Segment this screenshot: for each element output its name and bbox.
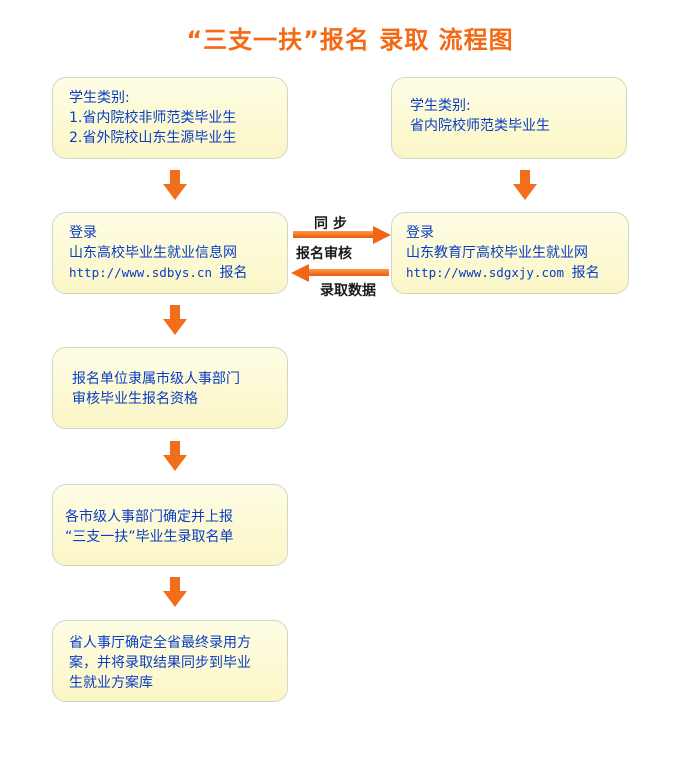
diagram-title: “三支一扶”报名 录取 流程图: [186, 26, 514, 54]
url-suffix: 报名: [219, 265, 248, 281]
sync-label: 同 步: [314, 216, 347, 232]
left-arrow-icon: [291, 264, 389, 282]
box-text-line: 登录: [406, 225, 434, 241]
student-category-box-right: 学生类别: 省内院校师范类毕业生: [391, 77, 627, 159]
box-text-line: 登录: [69, 225, 97, 241]
box-text-line: 报名单位隶属市级人事部门: [72, 371, 240, 387]
box-text-line: 案，并将录取结果同步到毕业: [69, 655, 251, 671]
qualification-review-box: 报名单位隶属市级人事部门 审核毕业生报名资格: [52, 347, 288, 429]
admission-list-box: 各市级人事部门确定并上报 “三支一扶”毕业生录取名单: [52, 484, 288, 566]
login-sdgxjy-box: 登录 山东教育厅高校毕业生就业网 http://www.sdgxjy.com 报…: [391, 212, 629, 294]
box-text-line: 生就业方案库: [69, 675, 153, 691]
down-arrow-icon: [163, 577, 187, 607]
down-arrow-icon: [163, 305, 187, 335]
login-sdbys-box: 登录 山东高校毕业生就业信息网 http://www.sdbys.cn 报名: [52, 212, 288, 294]
box-text-line: “三支一扶”毕业生录取名单: [65, 529, 234, 545]
box-text-line: 1.省内院校非师范类毕业生: [69, 110, 237, 126]
admission-data-label: 录取数据: [320, 283, 376, 299]
url-line: http://www.sdgxjy.com 报名: [406, 263, 628, 283]
box-text-line: 2.省外院校山东生源毕业生: [69, 130, 237, 146]
down-arrow-icon: [163, 170, 187, 200]
right-arrow-icon: [293, 226, 391, 244]
registration-review-label: 报名审核: [296, 246, 352, 262]
box-text-line: 省内院校师范类毕业生: [410, 118, 550, 134]
box-text-line: 省人事厅确定全省最终录用方: [69, 635, 251, 651]
box-text-line: 山东高校毕业生就业信息网: [69, 245, 237, 261]
website-url: http://www.sdbys.cn: [69, 265, 212, 280]
student-category-box-left: 学生类别: 1.省内院校非师范类毕业生 2.省外院校山东生源毕业生: [52, 77, 288, 159]
box-text-line: 学生类别:: [69, 90, 130, 106]
box-text-line: 审核毕业生报名资格: [72, 391, 198, 407]
down-arrow-icon: [163, 441, 187, 471]
box-text-line: 各市级人事部门确定并上报: [65, 509, 233, 525]
url-line: http://www.sdbys.cn 报名: [69, 263, 287, 283]
final-employment-box: 省人事厅确定全省最终录用方 案，并将录取结果同步到毕业 生就业方案库: [52, 620, 288, 702]
box-text-line: 学生类别:: [410, 98, 471, 114]
down-arrow-icon: [513, 170, 537, 200]
website-url: http://www.sdgxjy.com: [406, 265, 565, 280]
box-text-line: 山东教育厅高校毕业生就业网: [406, 245, 588, 261]
url-suffix: 报名: [571, 265, 600, 281]
